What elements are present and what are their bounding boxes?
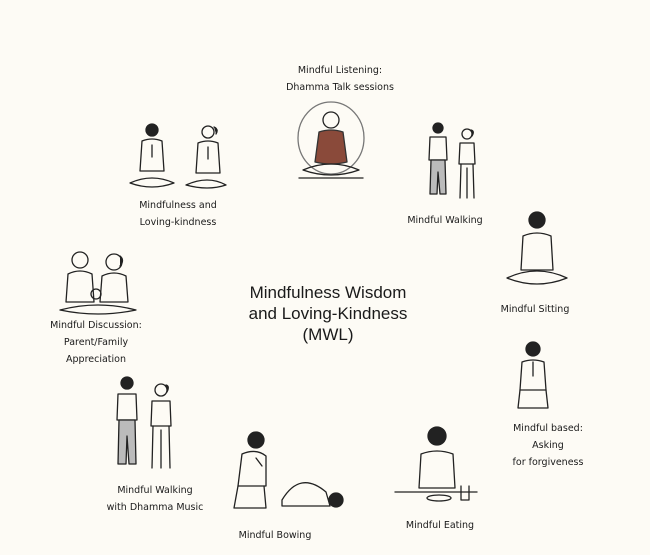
label-asking-forgiveness: Mindful based: Asking for forgiveness [513,420,584,471]
loving-kindness-illustration [129,123,227,189]
buddha-illustration [297,101,365,179]
label-line: Mindful Sitting [500,304,570,315]
mindful-bowing-illustration [233,431,344,509]
mindful-sitting-illustration [506,211,568,285]
center-title-line: Mindfulness Wisdom [249,283,407,302]
label-mindful-sitting: Mindful Sitting [501,301,570,318]
label-walking-music: Mindful Walking with Dhamma Music [107,482,204,516]
label-mindful-discussion: Mindful Discussion: Parent/Family Apprec… [50,317,142,368]
asking-forgiveness-illustration [517,341,549,409]
center-title-line: (MWL) [302,325,354,344]
label-line: Mindful Eating [405,520,475,531]
label-mindful-bowing: Mindful Bowing [239,527,312,544]
center-title: Mindfulness Wisdom and Loving-Kindness (… [249,282,408,345]
walking-music-illustration [116,376,172,469]
mindful-discussion-illustration [59,251,137,315]
label-line: Mindful Listening: [297,65,383,76]
center-title-line: and Loving-Kindness [248,304,408,323]
label-line: Mindful Discussion: [50,320,142,331]
label-line: Parent/Family [63,337,129,348]
label-mindful-eating: Mindful Eating [406,517,474,534]
label-mindful-listening: Mindful Listening: Dhamma Talk sessions [286,62,394,96]
label-line: Appreciation [66,354,126,365]
label-line: Mindful Bowing [238,530,312,541]
mindful-eating-illustration [394,426,478,502]
label-line: Mindfulness and [139,200,217,211]
label-mindful-walking: Mindful Walking [407,212,482,229]
label-line: Asking [532,440,564,451]
label-line: Mindful Walking [407,215,483,226]
label-line: Dhamma Talk sessions [286,82,394,93]
label-loving-kindness: Mindfulness and Loving-kindness [139,197,217,231]
label-line: Mindful based: [513,423,583,434]
label-line: Loving-kindness [139,217,217,228]
label-line: for forgiveness [512,457,584,468]
mindful-walking-illustration [428,122,476,199]
label-line: Mindful Walking [117,485,193,496]
label-line: with Dhamma Music [106,502,204,513]
